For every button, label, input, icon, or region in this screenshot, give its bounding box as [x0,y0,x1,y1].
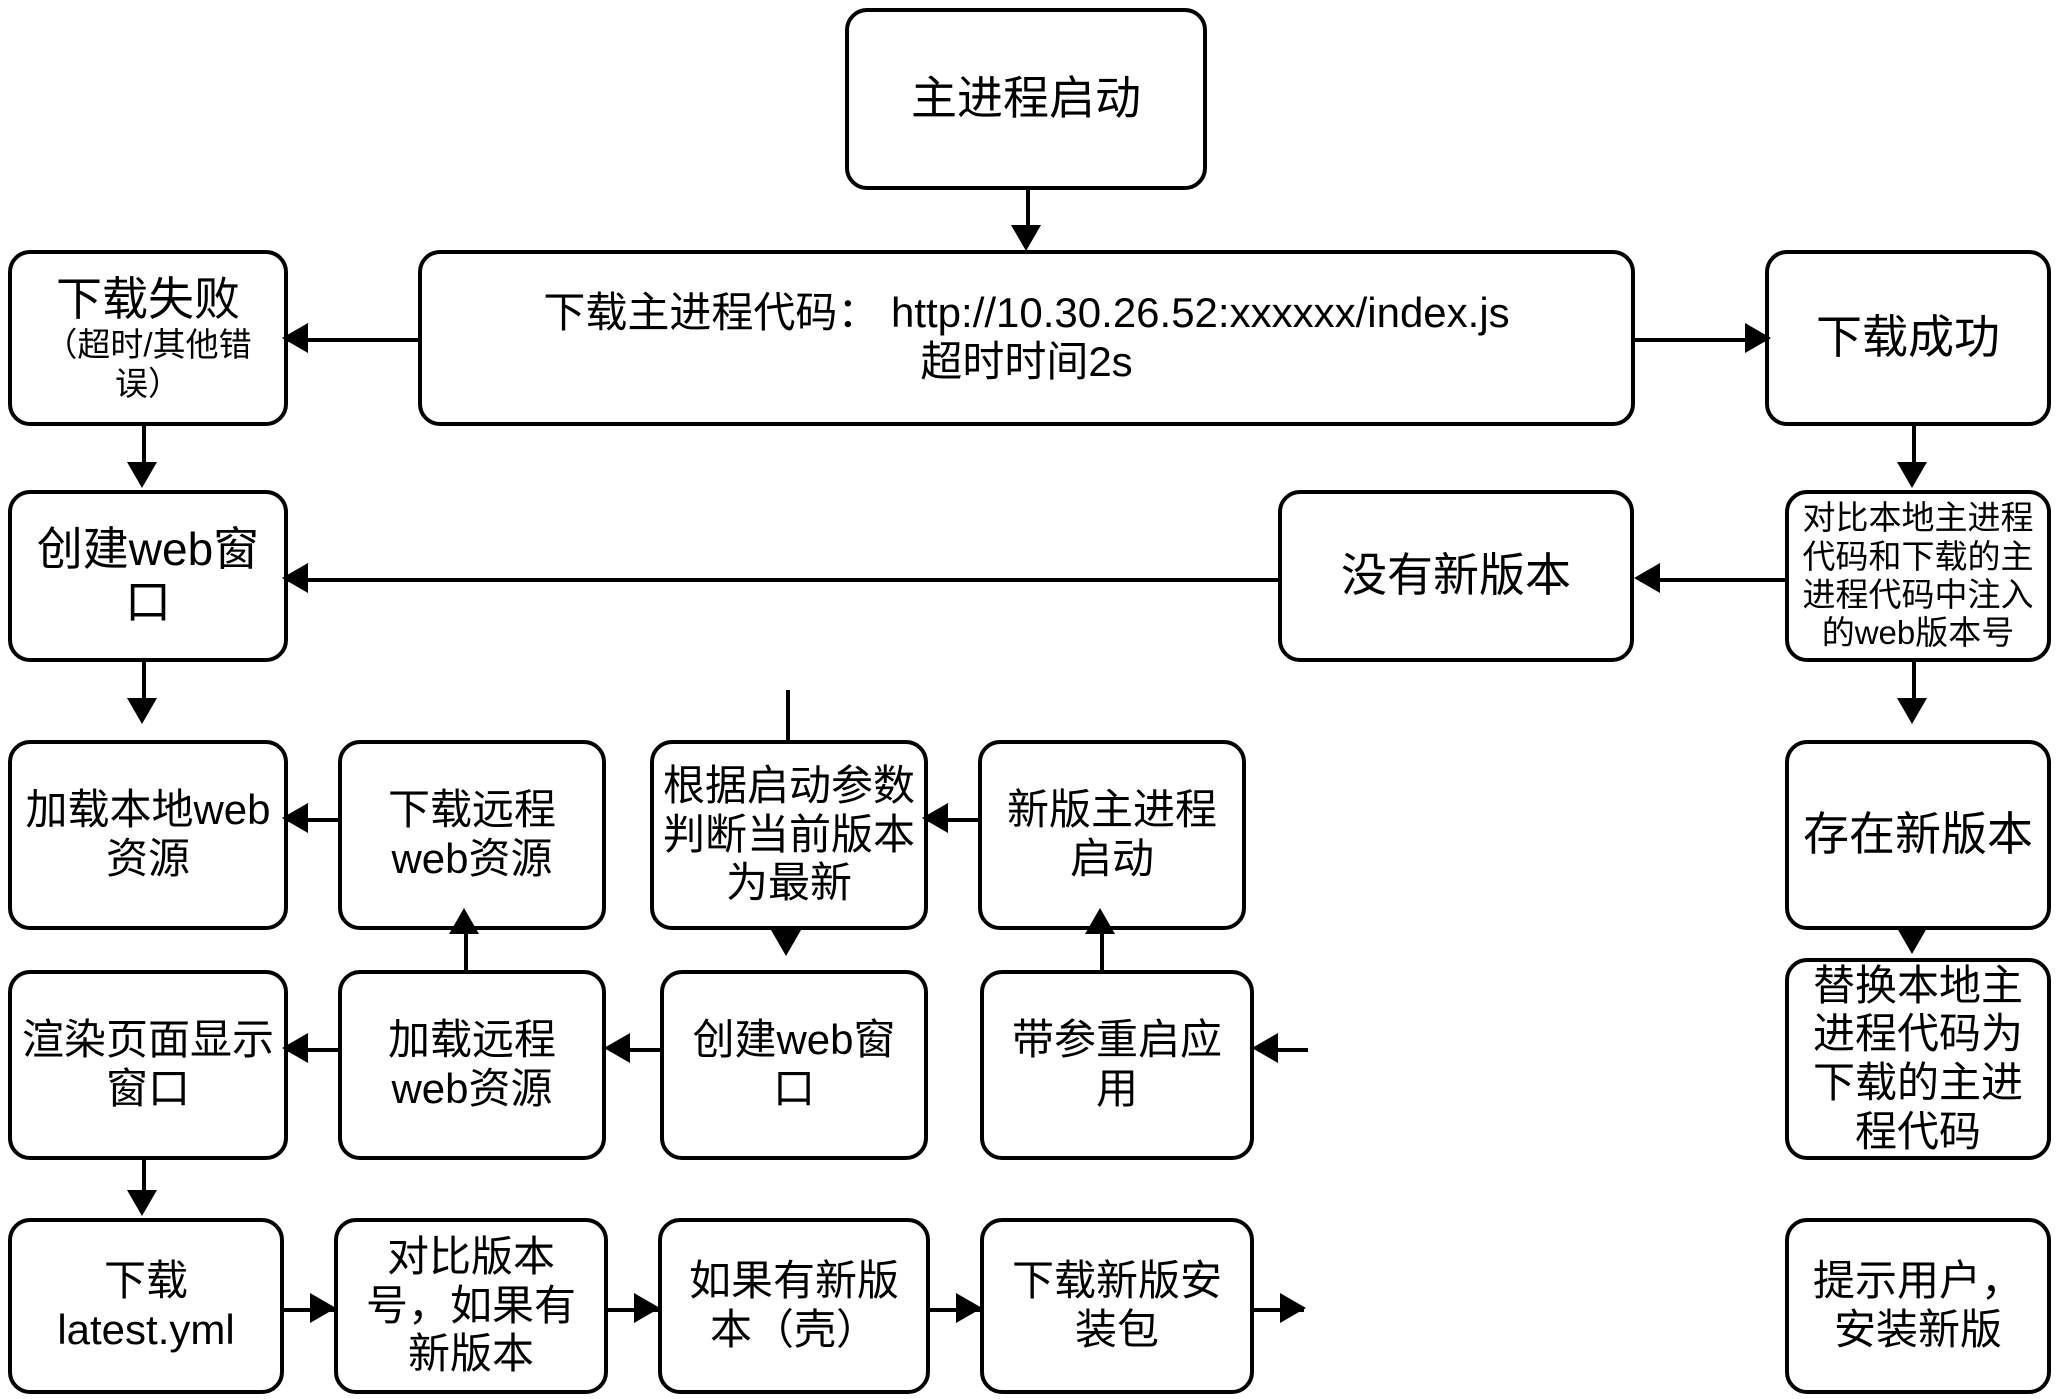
arrowhead-download-to-failed [282,323,308,353]
node-label: 下载成功 [1816,311,2000,364]
edge-compare-to-hasversion [1912,662,1916,712]
arrowhead-judge-to-createwindow2 [771,930,801,956]
arrowhead-loadremote-to-downremote [449,908,479,934]
node-label: 如果有新版本（壳） [688,1257,899,1353]
node-label: 加载远程web资源 [387,1016,556,1112]
arrowhead-downinstaller-to-prompt [1280,1293,1306,1323]
node-download-main-process-code[interactable]: 下载主进程代码： http://10.30.26.52:xxxxxx/index… [418,250,1635,426]
node-label: 下载失败 [56,273,240,326]
node-restart-app-with-args[interactable]: 带参重启应用 [980,970,1254,1160]
edge-newmain-to-judge [928,818,978,822]
edge-download-to-failed [288,338,418,342]
arrowhead-downremote-to-loadlocal [282,803,308,833]
edge-latestyml-to-compareversion [284,1308,334,1312]
edge-restart-to-newmain [1100,930,1104,980]
node-no-new-version[interactable]: 没有新版本 [1278,490,1634,662]
edge-loadremote-to-render [288,1048,338,1052]
arrowhead-start-to-download [1011,225,1041,251]
arrowhead-download-to-success [1745,323,1771,353]
node-replace-local-main-code[interactable]: 替换本地主进程代码为下载的主进程代码 [1785,958,2051,1160]
node-label: 主进程启动 [911,72,1141,125]
node-label: 创建web窗口 [692,1016,896,1112]
node-if-new-shell-version[interactable]: 如果有新版本（壳） [658,1218,930,1394]
arrowhead-noversion-to-createwindow [282,563,308,593]
node-label: 根据启动参数判断当前版本为最新 [662,761,915,907]
node-label: 下载新版安装包 [1011,1257,1222,1353]
node-load-remote-web-resource[interactable]: 加载远程web资源 [338,970,606,1160]
edge-success-to-compare [1912,426,1916,476]
node-label: 对比本地主进程代码和下载的主进程代码中注入的web版本号 [1802,499,2034,652]
node-main-process-start[interactable]: 主进程启动 [845,8,1207,190]
edge-replace-to-restart [1258,1048,1308,1052]
edge-ifnewshell-to-downinstaller [930,1308,980,1312]
node-label: 对比版本号，如果有新版本 [365,1232,576,1378]
arrowhead-replace-to-restart [1252,1033,1278,1063]
edge-downinstaller-to-prompt [1254,1308,1304,1312]
node-create-web-window-2[interactable]: 创建web窗口 [660,970,928,1160]
node-download-latest-yml[interactable]: 下载latest.yml [8,1218,284,1394]
node-label: 替换本地主进程代码为下载的主进程代码 [1812,961,2023,1155]
edge-createwindow2-to-loadremote [610,1048,660,1052]
arrowhead-restart-to-newmain [1085,908,1115,934]
node-compare-version-number[interactable]: 对比版本号，如果有新版本 [334,1218,608,1394]
node-download-success[interactable]: 下载成功 [1765,250,2051,426]
node-judge-current-is-latest[interactable]: 根据启动参数判断当前版本为最新 [650,740,928,930]
arrowhead-ifnewshell-to-downinstaller [956,1293,982,1323]
edge-compare-to-noversion [1640,578,1785,582]
arrowhead-createwindow-to-loadlocal [127,698,157,724]
edge-downremote-to-loadlocal [288,818,338,822]
edge-createwindow-to-loadlocal [142,662,146,712]
node-prompt-user-install[interactable]: 提示用户，安装新版 [1785,1218,2051,1394]
node-label: 下载主进程代码： http://10.30.26.52:xxxxxx/index… [543,289,1510,337]
node-new-main-process-start[interactable]: 新版主进程启动 [978,740,1246,930]
node-label: 新版主进程启动 [1006,786,1217,882]
arrowhead-compareversion-to-ifnewshell [634,1293,660,1323]
arrowhead-hasversion-to-replace [1897,928,1927,954]
node-sublabel: （超时/其他错误） [44,326,252,402]
arrowhead-latestyml-to-compareversion [310,1293,336,1323]
node-download-failed[interactable]: 下载失败 （超时/其他错误） [8,250,288,426]
node-create-web-window-1[interactable]: 创建web窗口 [8,490,288,662]
edge-failed-to-createwindow [142,426,146,476]
arrowhead-success-to-compare [1897,462,1927,488]
node-compare-web-version[interactable]: 对比本地主进程代码和下载的主进程代码中注入的web版本号 [1785,490,2051,662]
node-has-new-version[interactable]: 存在新版本 [1785,740,2051,930]
node-label: 创建web窗口 [36,522,260,628]
node-load-local-web-resource[interactable]: 加载本地web资源 [8,740,288,930]
node-label: 加载本地web资源 [25,786,271,882]
edge-loadremote-to-downremote [464,930,468,980]
node-label: 下载远程web资源 [387,786,556,882]
arrowhead-newmain-to-judge [922,803,948,833]
arrowhead-createwindow2-to-loadremote [604,1033,630,1063]
node-render-page-window[interactable]: 渲染页面显示窗口 [8,970,288,1160]
arrowhead-failed-to-createwindow [127,462,157,488]
edge-compareversion-to-ifnewshell [608,1308,658,1312]
node-label: 带参重启应用 [1011,1016,1222,1112]
arrowhead-render-to-latestyml [127,1190,157,1216]
node-label: 没有新版本 [1341,549,1571,602]
edge-noversion-to-createwindow [288,578,1278,582]
node-label: 提示用户，安装新版 [1812,1257,2023,1353]
node-label: 渲染页面显示窗口 [21,1016,274,1112]
edge-download-to-success [1635,338,1765,342]
node-label: 下载latest.yml [57,1257,235,1353]
edge-render-to-latestyml [142,1160,146,1208]
arrowhead-compare-to-hasversion [1897,698,1927,724]
edge-start-to-download [1026,190,1030,235]
node-download-new-installer[interactable]: 下载新版安装包 [980,1218,1254,1394]
node-label: 存在新版本 [1803,808,2033,861]
arrowhead-loadremote-to-render [282,1033,308,1063]
arrowhead-compare-to-noversion [1634,563,1660,593]
node-download-remote-web-resource[interactable]: 下载远程web资源 [338,740,606,930]
node-label-line2: 超时时间2s [920,338,1133,385]
